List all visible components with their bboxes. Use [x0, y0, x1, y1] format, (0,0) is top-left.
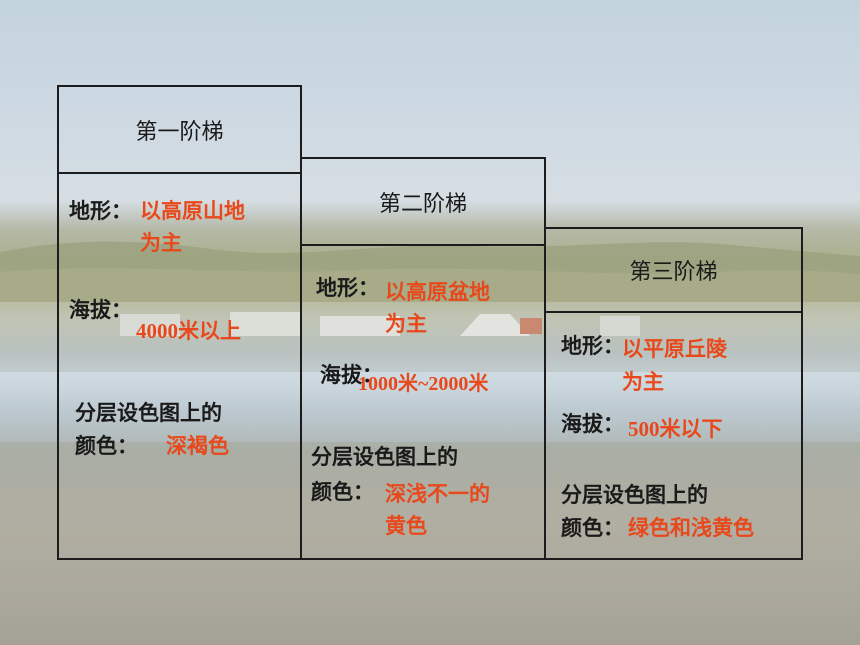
step-two-color-value-line1: 深浅不一的	[385, 482, 490, 506]
step-one-terrain-value-line2: 为主	[140, 231, 182, 255]
step-one-color-label-line2: 颜色：	[75, 434, 138, 458]
step-three-color-label-line2: 颜色：	[561, 516, 624, 540]
step-three-terrain-value-line1: 以平原丘陵	[622, 337, 727, 361]
step-two-terrain-label: 地形：	[316, 276, 379, 300]
step-one-title: 第一阶梯	[59, 87, 300, 174]
step-one-color-label-line1: 分层设色图上的	[75, 401, 222, 425]
step-two-color-label-line1: 分层设色图上的	[311, 445, 458, 469]
background-river	[0, 372, 860, 442]
step-one-altitude-label: 海拔：	[69, 298, 132, 322]
step-two-color-label-line2: 颜色：	[311, 480, 374, 504]
step-three-color-label-line1: 分层设色图上的	[561, 483, 708, 507]
step-two-terrain-value-line2: 为主	[385, 312, 427, 336]
step-three-altitude-label: 海拔：	[561, 412, 624, 436]
step-three-title: 第三阶梯	[546, 229, 801, 313]
step-two-altitude-value: 1000米~2000米	[358, 373, 489, 395]
step-two-terrain-value-line1: 以高原盆地	[385, 280, 490, 304]
step-one-terrain-value-line1: 以高原山地	[140, 199, 245, 223]
step-one-altitude-value: 4000米以上	[136, 319, 241, 343]
background-hills	[0, 241, 860, 302]
step-three-color-value: 绿色和浅黄色	[628, 516, 754, 540]
step-one-terrain-label: 地形：	[69, 199, 132, 223]
step-three-altitude-value: 500米以下	[628, 417, 723, 441]
step-three-terrain-value-line2: 为主	[622, 370, 664, 394]
background-tents	[120, 312, 640, 336]
step-two-altitude-label: 海拔：	[320, 363, 383, 387]
step-two-color-value-line2: 黄色	[385, 514, 427, 538]
step-three-panel: 第三阶梯	[544, 227, 803, 560]
step-two-title: 第二阶梯	[302, 159, 544, 246]
step-one-color-value: 深褐色	[166, 434, 229, 458]
step-three-terrain-label: 地形：	[561, 334, 624, 358]
